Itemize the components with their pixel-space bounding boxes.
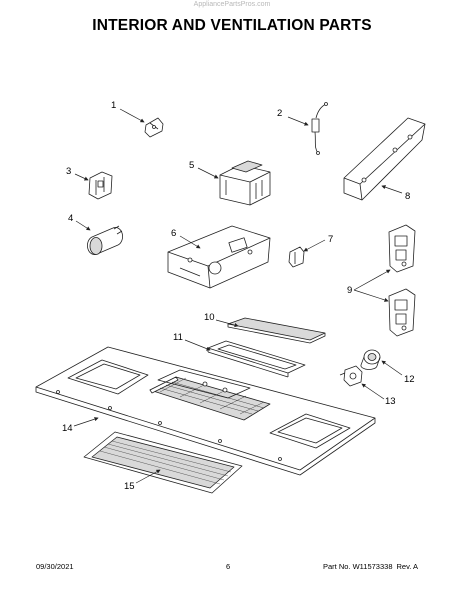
callout-8: 8 <box>405 191 410 202</box>
part-13-lamp-socket <box>339 365 363 387</box>
leader-line-8 <box>381 185 403 194</box>
callout-4: 4 <box>68 213 73 224</box>
callout-12: 12 <box>404 374 415 385</box>
callout-2: 2 <box>277 108 282 119</box>
leader-line-13 <box>361 383 385 400</box>
leader-line-11 <box>184 339 211 351</box>
callout-10: 10 <box>204 312 215 323</box>
leader-line-9a <box>353 269 391 291</box>
leader-line-6 <box>179 235 201 249</box>
part-1-bracket <box>144 117 164 138</box>
callout-3: 3 <box>66 166 71 177</box>
part-5-transformer <box>219 160 271 206</box>
callout-1: 1 <box>111 100 116 111</box>
footer-page-number: 6 <box>226 562 231 571</box>
part-9-switch-lower <box>388 288 416 337</box>
callout-7: 7 <box>328 234 333 245</box>
watermark: AppliancePartsPros.com <box>193 1 271 8</box>
part-11-filter-frame <box>207 340 306 378</box>
part-12-knob <box>360 349 381 370</box>
footer-date: 09/30/2021 <box>36 562 74 571</box>
part-10-filter-pad <box>227 317 326 344</box>
callout-6: 6 <box>171 228 176 239</box>
callout-13: 13 <box>385 396 396 407</box>
leader-line-5 <box>197 167 219 179</box>
callout-14: 14 <box>62 423 73 434</box>
part-14-bottom-plate <box>35 346 376 476</box>
leader-line-10 <box>215 319 239 328</box>
part-15-grease-filter <box>83 431 243 494</box>
footer-part-number: Part No. W11573338 <box>323 562 393 571</box>
diagram-title: INTERIOR AND VENTILATION PARTS <box>92 17 372 34</box>
footer-revision: Rev. A <box>396 562 419 571</box>
leader-line-7 <box>303 239 326 252</box>
callout-5: 5 <box>189 160 194 171</box>
leader-line-3 <box>74 173 89 181</box>
part-9-switch-upper <box>388 224 416 273</box>
part-6-base-plate <box>167 225 271 289</box>
part-3-switch-bracket <box>88 171 113 200</box>
leader-line-1 <box>119 108 145 123</box>
leader-line-12 <box>381 360 403 376</box>
callout-9: 9 <box>347 285 352 296</box>
part-8-vent-bracket <box>343 117 426 201</box>
leader-line-14 <box>73 417 99 427</box>
leader-line-2 <box>287 116 309 126</box>
part-2-thermal-fuse <box>311 102 328 155</box>
part-7-clip <box>288 246 305 268</box>
callout-11: 11 <box>173 332 183 343</box>
leader-line-4 <box>75 220 91 231</box>
callout-15: 15 <box>124 481 135 492</box>
part-4-capacitor <box>87 225 123 255</box>
leader-line-15 <box>135 469 161 484</box>
leader-line-9b <box>353 289 389 302</box>
